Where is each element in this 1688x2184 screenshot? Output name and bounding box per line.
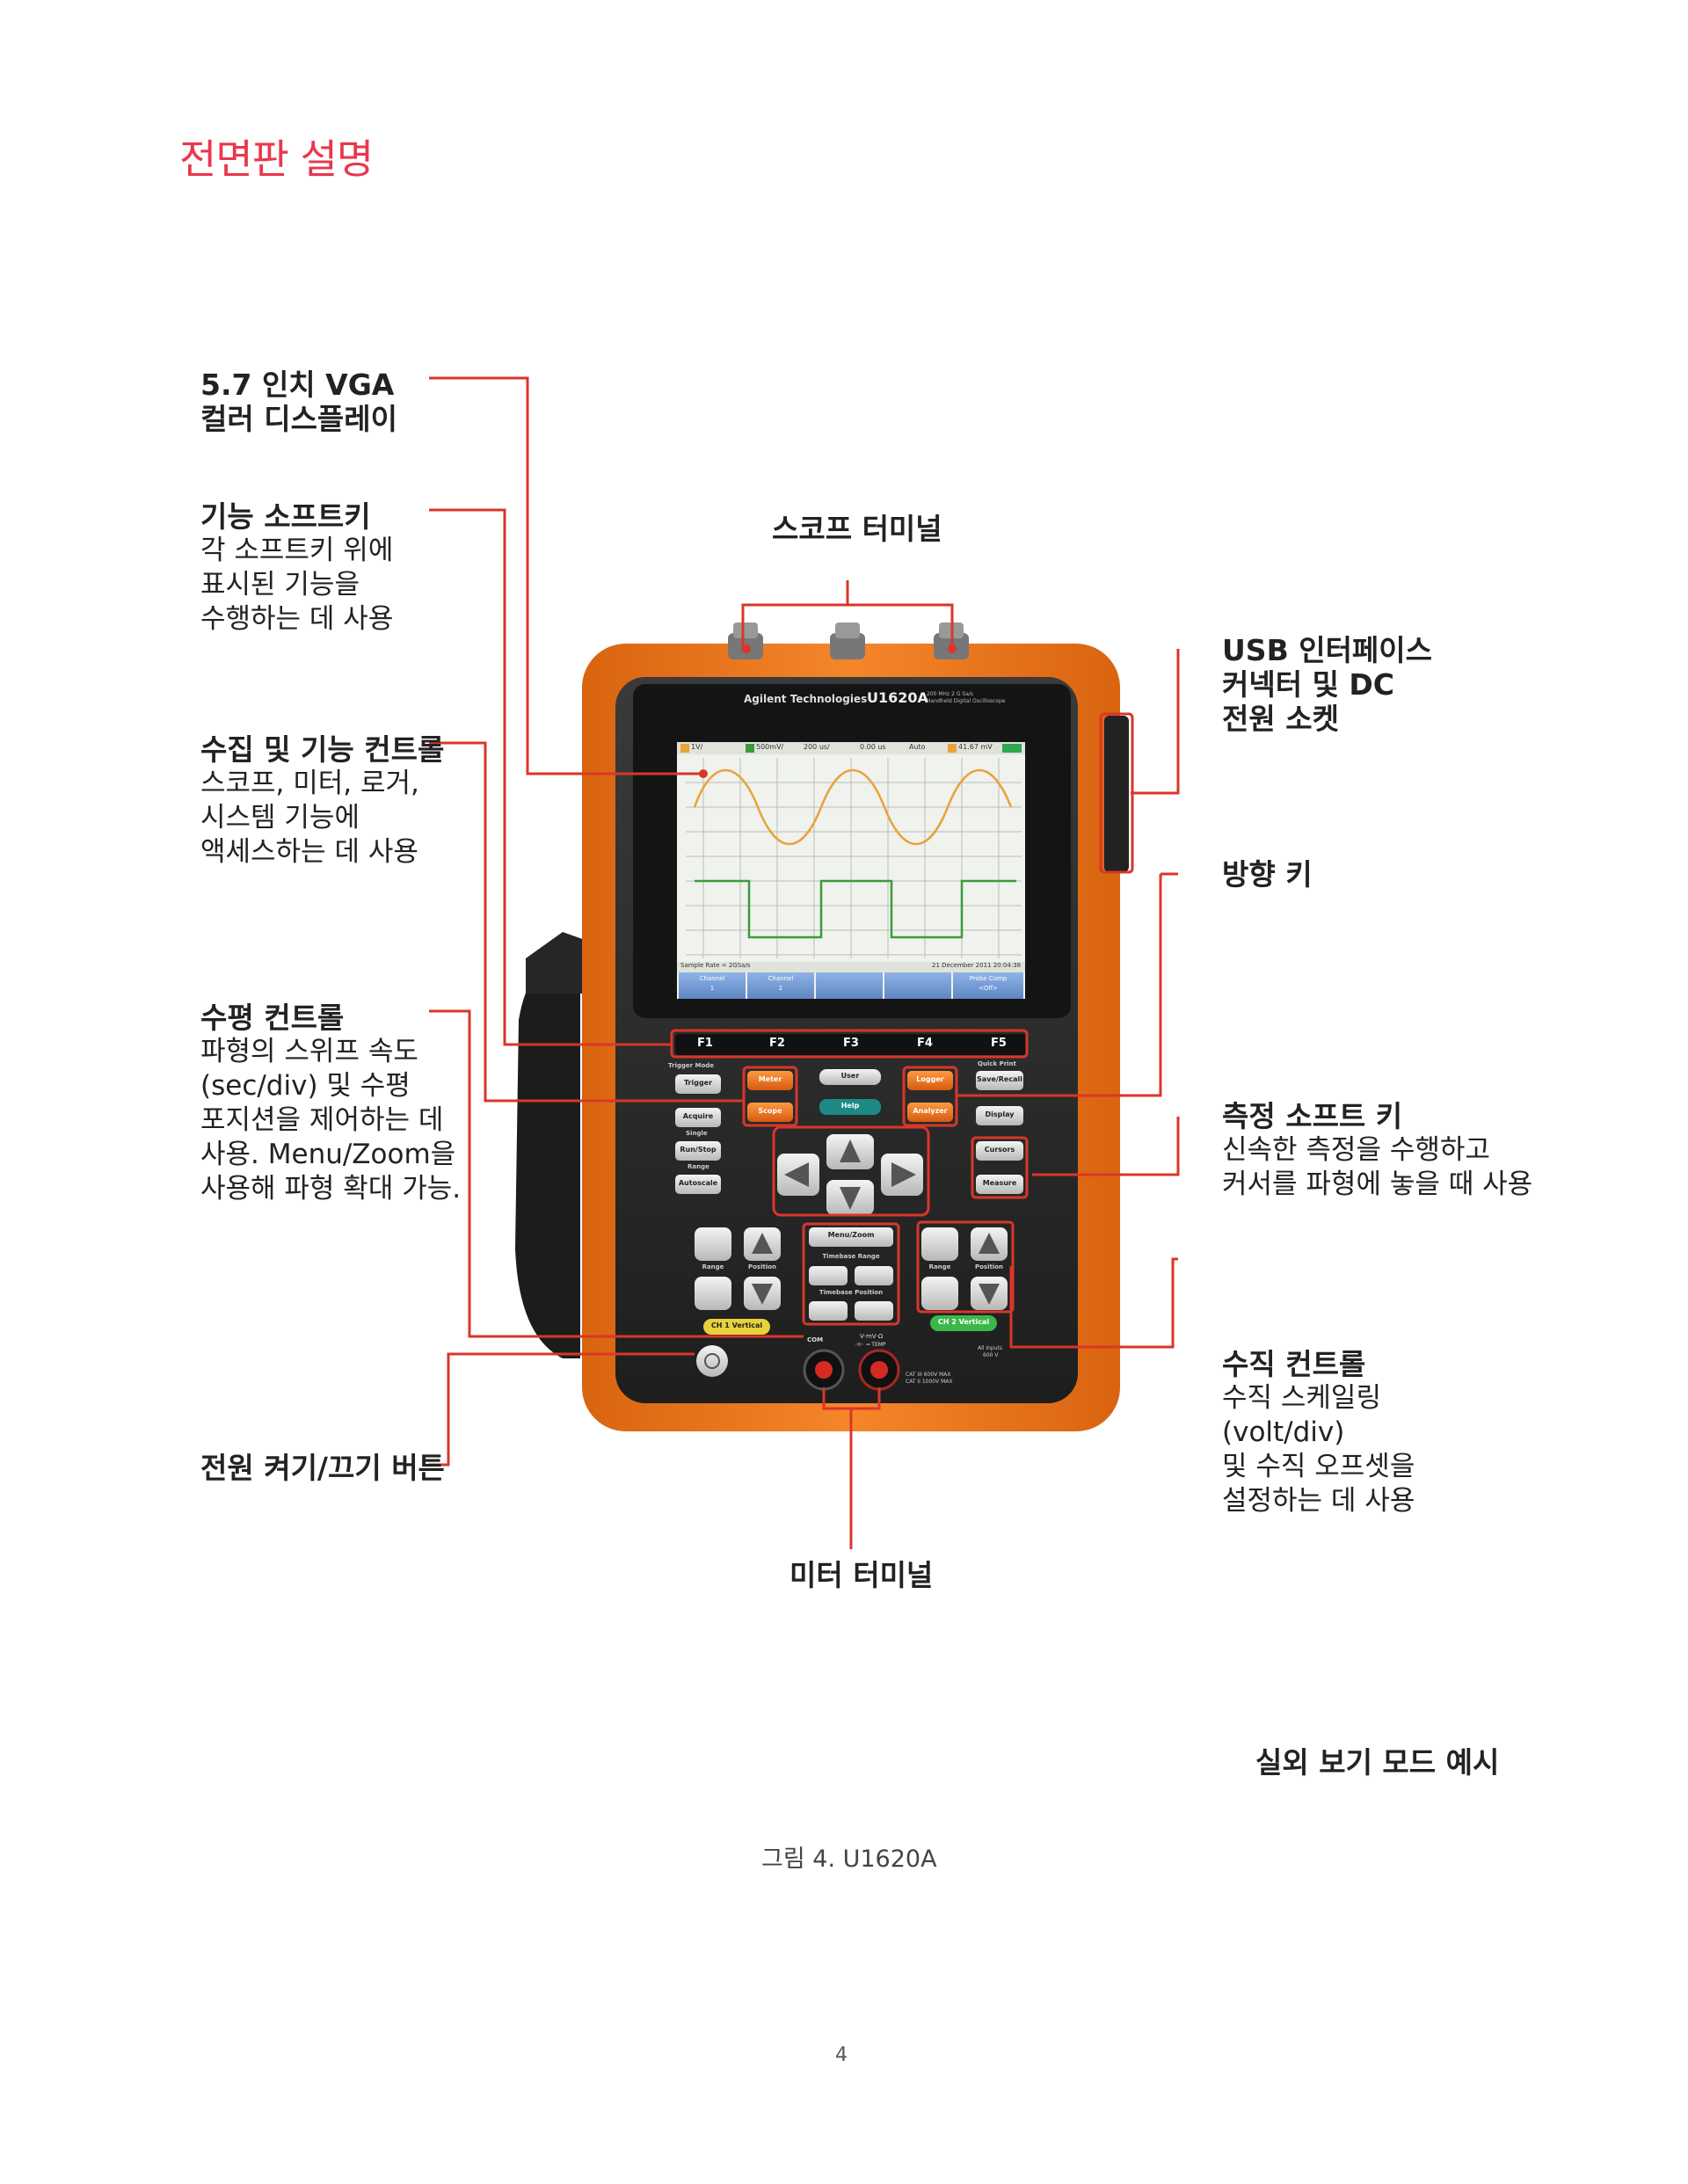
status-trigger-mode: Auto — [909, 743, 926, 751]
figure-caption: 그림 4. U1620A — [761, 1845, 937, 1873]
model-name: U1620A — [867, 689, 928, 706]
trigger-button[interactable]: Trigger — [683, 1079, 713, 1087]
all-inputs-label: All Inputs — [978, 1345, 1003, 1351]
trigger-mode-label: Trigger Mode — [668, 1062, 715, 1069]
run-stop-button[interactable]: Run/Stop — [680, 1146, 717, 1154]
range-label: Range — [688, 1163, 709, 1170]
autoscale-button[interactable]: Autoscale — [678, 1179, 718, 1187]
power-button — [696, 1345, 728, 1377]
f3-key[interactable]: F3 — [843, 1037, 859, 1050]
ch2-trace — [695, 879, 1016, 939]
status-ch1-scale: 1V/ — [691, 743, 703, 751]
callout-meter-terminal: 미터 터미널 — [789, 1558, 934, 1592]
f1-key[interactable]: F1 — [697, 1037, 713, 1050]
acquire-button[interactable]: Acquire — [682, 1112, 714, 1120]
user-button[interactable]: User — [840, 1072, 860, 1080]
cursors-button[interactable]: Cursors — [984, 1146, 1015, 1154]
v-label: V·mV·Ω — [860, 1333, 884, 1340]
callout-usb-interface: USB 인터페이스 커넥터 및 DC 전원 소켓 — [1222, 633, 1433, 736]
status-delay: 0.00 us — [860, 743, 886, 751]
callout-scope-terminal: 스코프 터미널 — [772, 512, 942, 546]
callout-display: 5.7 인치 VGA 컬러 디스플레이 — [200, 368, 398, 436]
screen-datetime: 21 December 2011 20:04:38 — [932, 962, 1022, 969]
bnc-connector-2 — [830, 622, 865, 659]
measure-button[interactable]: Measure — [982, 1179, 1017, 1187]
callout-measure-softkeys: 측정 소프트 키 신속한 측정을 수행하고 커서를 파형에 놓을 때 사용 — [1222, 1099, 1533, 1200]
ch2-range-label: Range — [928, 1263, 951, 1270]
logger-button[interactable]: Logger — [916, 1075, 944, 1083]
callout-function-softkeys: 기능 소프트키 각 소프트키 위에 표시된 기능을 수행하는 데 사용 — [200, 499, 394, 635]
screen-grid — [686, 758, 1022, 958]
menu-zoom-button[interactable]: Menu/Zoom — [827, 1231, 875, 1239]
callout-acquisition-controls: 수집 및 기능 컨트롤 스코프, 미터, 로거, 시스템 기능에 액세스하는 데… — [200, 732, 445, 868]
quick-print-label: Quick Print — [978, 1060, 1016, 1067]
model-spec: 200 MHz 2 G Sa/s — [927, 691, 974, 697]
help-button[interactable]: Help — [840, 1102, 860, 1110]
outdoor-view-note: 실외 보기 모드 예시 — [1255, 1745, 1500, 1780]
analyzer-button[interactable]: Analyzer — [913, 1107, 948, 1115]
f4-key[interactable]: F4 — [917, 1037, 933, 1050]
all-inputs-voltage: 600 V — [983, 1352, 999, 1358]
callout-vertical-controls: 수직 컨트롤 수직 스케일링 (volt/div) 및 수직 오프셋을 설정하는… — [1222, 1347, 1415, 1517]
arrow-keys — [777, 1134, 923, 1215]
f5-key[interactable]: F5 — [991, 1037, 1007, 1050]
screen-softkey-5[interactable]: Probe Comp<Off> — [969, 975, 1008, 992]
meter-button[interactable]: Meter — [758, 1075, 782, 1083]
page-title: 전면판 설명 — [179, 135, 374, 183]
save-recall-button[interactable]: Save/Recall — [977, 1075, 1022, 1083]
ch1-range-label: Range — [702, 1263, 724, 1270]
status-timebase: 200 us/ — [804, 743, 830, 751]
callout-power-button: 전원 켜기/끄기 버튼 — [200, 1451, 445, 1485]
ch2-vertical-label: CH 2 Vertical — [937, 1318, 990, 1326]
ch1-vertical-label: CH 1 Vertical — [710, 1321, 763, 1329]
page-number: 4 — [835, 2044, 848, 2066]
display-button[interactable]: Display — [985, 1110, 1015, 1118]
temp-label: ⊣⊢ ⊸ TEMP — [855, 1342, 886, 1348]
timebase-position-label: Timebase Position — [819, 1289, 884, 1296]
model-type: Handheld Digital Oscilloscope — [927, 698, 1006, 704]
scope-button[interactable]: Scope — [758, 1107, 782, 1115]
callout-horizontal-controls: 수평 컨트롤 파형의 스위프 속도 (sec/div) 및 수평 포지션을 제어… — [200, 1001, 462, 1205]
single-label: Single — [686, 1130, 708, 1137]
brand-logo: Agilent Technologies — [744, 693, 868, 705]
ch2-position-label: Position — [974, 1263, 1004, 1270]
callout-direction-keys: 방향 키 — [1222, 857, 1313, 892]
ch1-trace — [693, 768, 1013, 846]
status-ch2-scale: 500mV/ — [756, 743, 784, 751]
com-label: COM — [807, 1336, 824, 1343]
f2-key[interactable]: F2 — [769, 1037, 785, 1050]
cat-rating-1: CAT III 600V MAX — [906, 1372, 951, 1378]
cat-rating-2: CAT II 1000V MAX — [906, 1379, 953, 1385]
sample-rate: Sample Rate = 2GSa/s — [680, 962, 751, 969]
ch1-position-label: Position — [747, 1263, 777, 1270]
status-trigger-level: 41.67 mV — [958, 743, 993, 751]
timebase-range-label: Timebase Range — [822, 1253, 880, 1260]
hand-strap — [515, 957, 580, 1358]
